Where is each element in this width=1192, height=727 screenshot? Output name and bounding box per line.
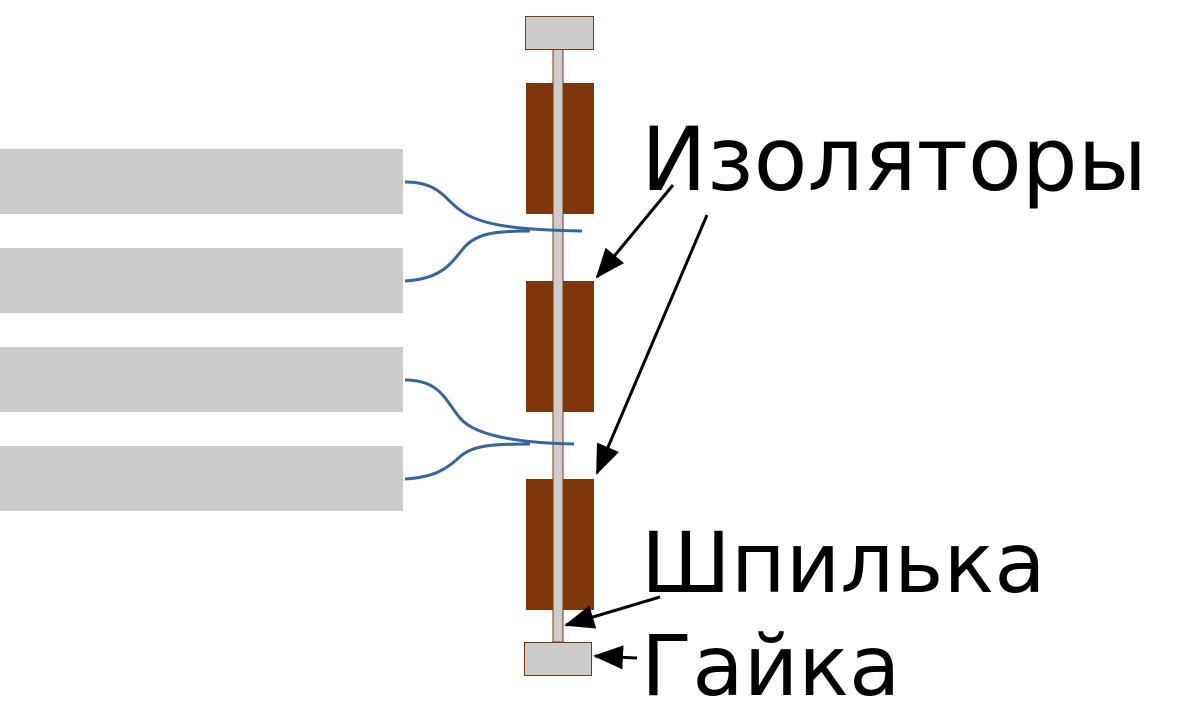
plate-4 xyxy=(0,446,403,511)
label-nut: Гайка xyxy=(641,617,901,715)
label-insulators: Изоляторы xyxy=(641,108,1147,211)
arrows xyxy=(564,184,709,670)
wire-1 xyxy=(404,180,583,233)
arrow-stud xyxy=(564,595,661,629)
wires xyxy=(404,180,583,481)
plate-3 xyxy=(0,347,403,412)
plate-1 xyxy=(0,149,403,214)
arrow-insulator-2 xyxy=(595,214,709,475)
bottom-nut xyxy=(524,642,592,676)
wire-2 xyxy=(404,229,531,283)
wire-4 xyxy=(404,442,531,481)
wire-3 xyxy=(404,378,575,446)
label-stud: Шпилька xyxy=(641,514,1046,612)
arrow-insulator-1 xyxy=(595,184,675,279)
top-nut xyxy=(525,16,594,50)
stud-rod xyxy=(552,48,564,643)
plate-2 xyxy=(0,248,403,313)
plates xyxy=(0,149,403,511)
arrow-nut xyxy=(593,645,638,670)
